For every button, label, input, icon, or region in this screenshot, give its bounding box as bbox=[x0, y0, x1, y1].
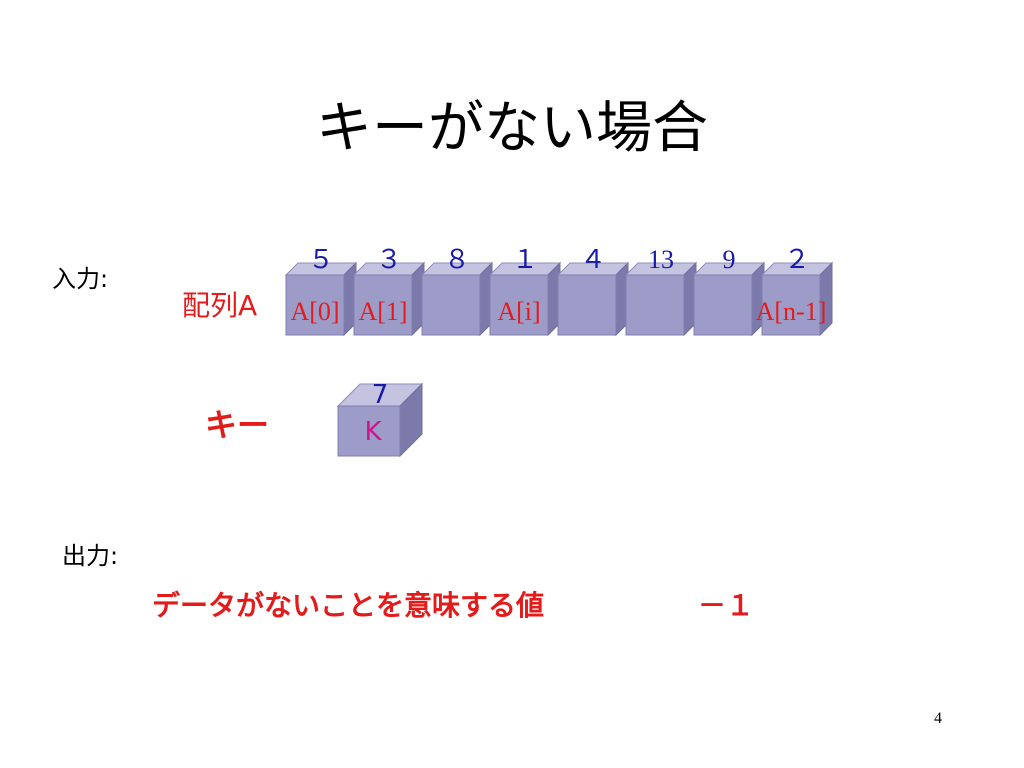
array-index-1: A[1] bbox=[358, 297, 407, 326]
key-label: キー bbox=[205, 406, 270, 444]
output-value: －１ bbox=[698, 589, 755, 622]
key-value: 7 bbox=[372, 380, 389, 410]
array-value-3: １ bbox=[512, 245, 538, 275]
array-index-7: A[n-1] bbox=[756, 297, 827, 326]
box-front bbox=[285, 274, 345, 336]
page-number: 4 bbox=[934, 710, 942, 727]
array-index-0: A[0] bbox=[290, 297, 339, 326]
array-cell-3 bbox=[488, 261, 562, 337]
box-front bbox=[761, 274, 821, 336]
array-index-3: A[i] bbox=[497, 297, 540, 326]
array-cell-1 bbox=[352, 261, 426, 337]
array-value-2: ８ bbox=[444, 245, 470, 275]
box-front bbox=[693, 274, 753, 336]
array-value-1: ３ bbox=[376, 245, 402, 275]
input-label: 入力: bbox=[52, 265, 109, 293]
box-front bbox=[489, 274, 549, 336]
array-value-0: ５ bbox=[308, 245, 334, 275]
array-label: 配列A bbox=[182, 289, 258, 322]
box-front bbox=[337, 405, 401, 457]
array-cell-7 bbox=[760, 261, 834, 337]
output-description: データがないことを意味する値 bbox=[152, 589, 545, 622]
box-front bbox=[421, 274, 481, 336]
key-letter: K bbox=[364, 417, 382, 447]
array-cell-4 bbox=[556, 261, 630, 337]
array-value-7: ２ bbox=[784, 245, 810, 275]
array-value-6: 9 bbox=[723, 245, 736, 274]
output-label: 出力: bbox=[62, 542, 119, 570]
array-cell-2 bbox=[420, 261, 494, 337]
slide-title: キーがない場合 bbox=[316, 96, 708, 161]
key-cube bbox=[336, 382, 424, 458]
array-value-5: 13 bbox=[648, 245, 674, 274]
box-front bbox=[625, 274, 685, 336]
array-cell-0 bbox=[284, 261, 358, 337]
box-front bbox=[557, 274, 617, 336]
key-box: 7K bbox=[336, 380, 424, 458]
array-value-4: ４ bbox=[580, 245, 606, 275]
box-front bbox=[353, 274, 413, 336]
array-boxes: ５A[0] ３A[1] ８ １A[i] ４ 13 9 ２A[n-1] bbox=[284, 245, 834, 337]
